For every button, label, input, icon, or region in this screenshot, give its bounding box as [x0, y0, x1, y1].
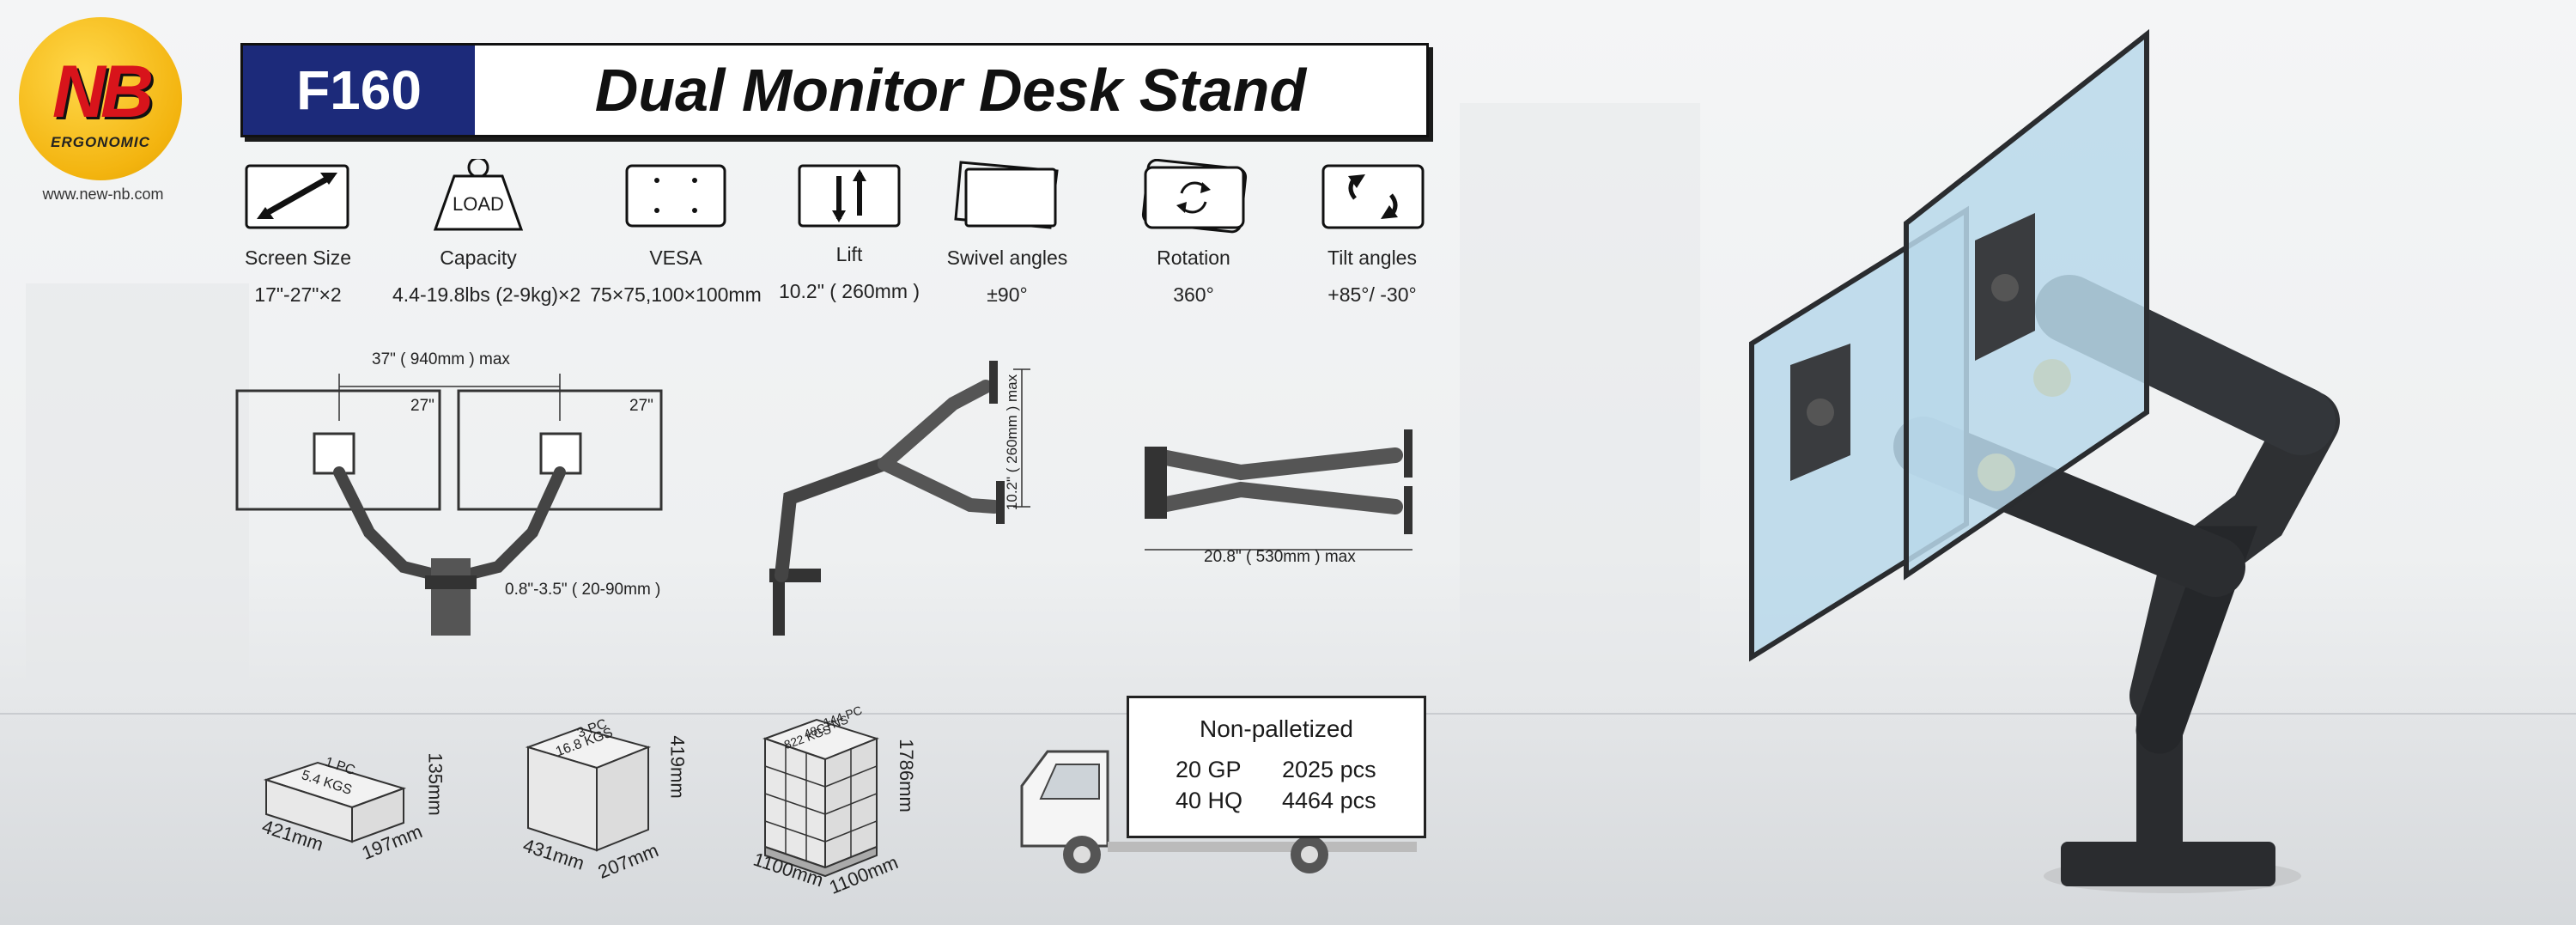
spec-label: Capacity [440, 246, 517, 269]
swivel-icon [921, 159, 1093, 245]
brand-logo: NB ERGONOMIC [19, 17, 182, 180]
spec-label: Screen Size [244, 246, 351, 269]
logo-subtitle: ERGONOMIC [51, 134, 150, 150]
product-title: Dual Monitor Desk Stand [594, 57, 1307, 124]
background-building [26, 283, 249, 687]
screen-size-icon [212, 159, 384, 245]
spec-value: ±90° [987, 283, 1028, 306]
lift-range-label: 10.2" ( 260mm ) max [1004, 374, 1021, 511]
title-banner: F160 Dual Monitor Desk Stand [240, 43, 1429, 137]
spec-value: +85°/ -30° [1327, 283, 1417, 306]
spec-lift: Lift 10.2" ( 260mm ) [763, 159, 935, 303]
load-icon-text: LOAD [453, 193, 504, 215]
spec-vesa: VESA 75×75,100×100mm [590, 159, 762, 307]
top-view-diagram [1145, 429, 1413, 551]
shipping-qty-20gp: 2025 pcs [1282, 757, 1376, 782]
product-image [1749, 28, 2340, 893]
shipping-heading: Non-palletized [1200, 715, 1353, 742]
spec-swivel: Swivel angles ±90° [921, 159, 1093, 307]
screen-size-label-right: 27" [629, 397, 653, 415]
spec-label: Tilt angles [1327, 246, 1417, 269]
shipping-info-box: Non-palletized 20 GP 2025 pcs 40 HQ 4464… [1127, 696, 1426, 838]
side-view-diagram [769, 361, 1030, 636]
model-number: F160 [243, 46, 475, 135]
lift-arrows-icon [763, 159, 935, 245]
load-weight-icon: LOAD [392, 156, 564, 245]
vesa-plate-icon [590, 159, 762, 245]
spec-value: 10.2" ( 260mm ) [778, 280, 920, 302]
spec-screen-size: Screen Size 17"-27"×2 [212, 159, 384, 307]
spec-tilt: Tilt angles +85°/ -30° [1286, 159, 1458, 307]
package-pallet [762, 718, 879, 878]
logo-letters: NB [52, 51, 154, 133]
rotation-icon [1108, 158, 1279, 245]
truck-icon [1020, 750, 1417, 873]
package-height: 135mm [424, 752, 447, 816]
shipping-container-40hq: 40 HQ [1176, 788, 1243, 813]
shipping-container-20gp: 20 GP [1176, 757, 1242, 782]
background-wall [1460, 103, 1700, 704]
shipping-qty-40hq: 4464 pcs [1282, 788, 1376, 813]
spec-capacity: LOAD Capacity 4.4-19.8lbs (2-9kg)×2 [392, 156, 581, 307]
spec-label: Swivel angles [946, 246, 1068, 269]
spec-value: 75×75,100×100mm [590, 283, 762, 306]
screen-size-label-left: 27" [410, 397, 434, 415]
package-box-carton [525, 727, 652, 852]
spec-label: VESA [649, 246, 702, 269]
package-height: 419mm [666, 735, 689, 799]
desk-thickness-label: 0.8"-3.5" ( 20-90mm ) [505, 581, 661, 599]
front-view-diagram [235, 374, 663, 636]
website-url: www.new-nb.com [42, 186, 164, 203]
spec-label: Rotation [1157, 246, 1230, 269]
spec-value: 17"-27"×2 [254, 283, 342, 306]
package-box-single [263, 761, 407, 843]
max-span-label: 37" ( 940mm ) max [372, 350, 510, 368]
spec-value: 360° [1173, 283, 1214, 306]
package-height: 1786mm [895, 739, 917, 812]
spec-label: Lift [835, 243, 863, 265]
spec-rotation: Rotation 360° [1108, 158, 1279, 307]
tilt-icon [1286, 159, 1458, 245]
arm-reach-label: 20.8" ( 530mm ) max [1204, 548, 1356, 566]
spec-value: 4.4-19.8lbs (2-9kg)×2 [392, 283, 581, 306]
